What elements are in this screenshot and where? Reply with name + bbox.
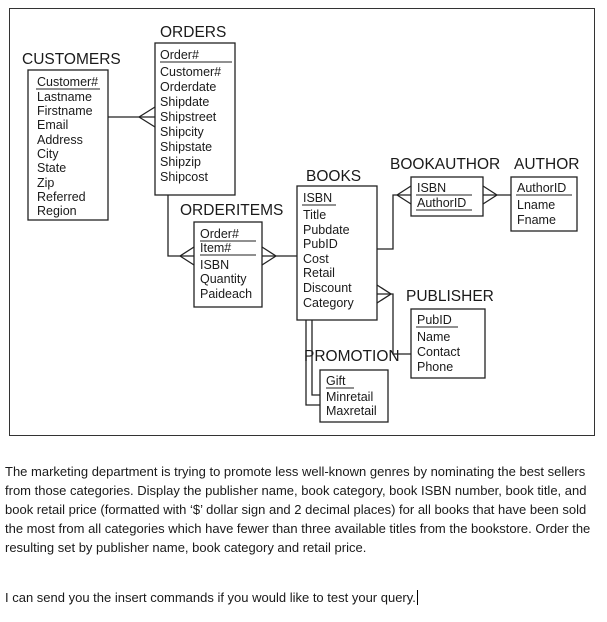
orders-crowfoot — [138, 106, 156, 128]
orders-attr: Orderdate — [160, 80, 216, 94]
books-attr: ISBN — [303, 191, 332, 205]
orders-attr: Shipcost — [160, 170, 208, 184]
orders-box — [154, 42, 236, 196]
promotion-title: PROMOTION — [304, 348, 400, 365]
customers-attr: Firstname — [37, 104, 93, 118]
er-diagram: CUSTOMERS ORDERS ORDERITEMS BOOKS BOOKAU… — [9, 8, 595, 436]
promotion-box — [319, 369, 389, 423]
orderitems-attr: Item# — [200, 241, 231, 255]
orderitems-box — [193, 221, 263, 308]
er-diagram-canvas: CUSTOMERS ORDERS ORDERITEMS BOOKS BOOKAU… — [22, 24, 579, 423]
orderitems-attr: ISBN — [200, 258, 229, 272]
author-title: AUTHOR — [514, 156, 579, 173]
customers-attr: Customer# — [37, 75, 98, 89]
question-note[interactable]: I can send you the insert commands if yo… — [5, 588, 595, 607]
customers-title: CUSTOMERS — [22, 51, 121, 68]
customers-attr: Email — [37, 118, 68, 132]
orderitems-attr: Quantity — [200, 272, 247, 286]
author-box — [510, 176, 578, 232]
question-text: The marketing department is trying to pr… — [5, 464, 591, 555]
books-attr: PubID — [303, 237, 338, 251]
orders-attr: Shipstreet — [160, 110, 217, 124]
bookauthor-crowfoot-left — [396, 185, 412, 205]
books-attr: Pubdate — [303, 223, 350, 237]
orders-attr: Shipzip — [160, 155, 201, 169]
books-attr: Title — [303, 208, 326, 222]
orders-attr: Shipcity — [160, 125, 205, 139]
customers-attr: Lastname — [37, 90, 92, 104]
books-attr: Category — [303, 296, 354, 310]
books-attr: Cost — [303, 252, 329, 266]
customers-attr: City — [37, 147, 59, 161]
customers-box — [27, 69, 109, 221]
publisher-box — [410, 308, 486, 379]
bookauthor-crowfoot-right — [482, 185, 498, 205]
orderitems-title: ORDERITEMS — [180, 202, 283, 219]
promotion-attr: Maxretail — [326, 404, 377, 418]
orderitems-crowfoot-right — [261, 246, 277, 266]
orders-orderitems-connector — [167, 195, 194, 257]
orders-attr: Shipdate — [160, 95, 209, 109]
orderitems-attr: Paideach — [200, 287, 252, 301]
books-title: BOOKS — [306, 168, 361, 185]
bookauthor-attr: AuthorID — [417, 196, 466, 210]
text-cursor — [416, 590, 418, 605]
bookauthor-attr: ISBN — [417, 181, 446, 195]
orderitems-attr: Order# — [200, 227, 239, 241]
customers-attr: Region — [37, 204, 77, 218]
orders-attr: Order# — [160, 48, 199, 62]
publisher-attr: Phone — [417, 360, 453, 374]
books-attr: Retail — [303, 266, 335, 280]
books-box — [296, 185, 378, 321]
orders-attr: Shipstate — [160, 140, 212, 154]
books-bookauthor-connector — [377, 194, 411, 250]
customers-attr: Address — [37, 133, 83, 147]
books-crowfoot — [376, 284, 393, 304]
customers-attr: Referred — [37, 190, 86, 204]
author-attr: Fname — [517, 213, 556, 227]
bookauthor-title: BOOKAUTHOR — [390, 156, 500, 173]
orders-title: ORDERS — [160, 24, 226, 41]
author-attr: AuthorID — [517, 181, 566, 195]
orders-attr: Customer# — [160, 65, 221, 79]
books-promotion-connector-inner — [311, 320, 320, 396]
author-attr: Lname — [517, 198, 555, 212]
books-attr: Discount — [303, 281, 352, 295]
books-promotion-connector — [305, 320, 320, 406]
promotion-attr: Minretail — [326, 390, 373, 404]
question-note-text: I can send you the insert commands if yo… — [5, 590, 416, 605]
publisher-attr: PubID — [417, 313, 452, 327]
publisher-attr: Name — [417, 330, 450, 344]
publisher-title: PUBLISHER — [406, 288, 494, 305]
customers-attr: Zip — [37, 176, 54, 190]
orderitems-crowfoot-left — [179, 246, 195, 266]
customers-attr: State — [37, 161, 66, 175]
publisher-attr: Contact — [417, 345, 461, 359]
publisher-books-connector — [377, 293, 411, 355]
promotion-attr: Gift — [326, 374, 346, 388]
